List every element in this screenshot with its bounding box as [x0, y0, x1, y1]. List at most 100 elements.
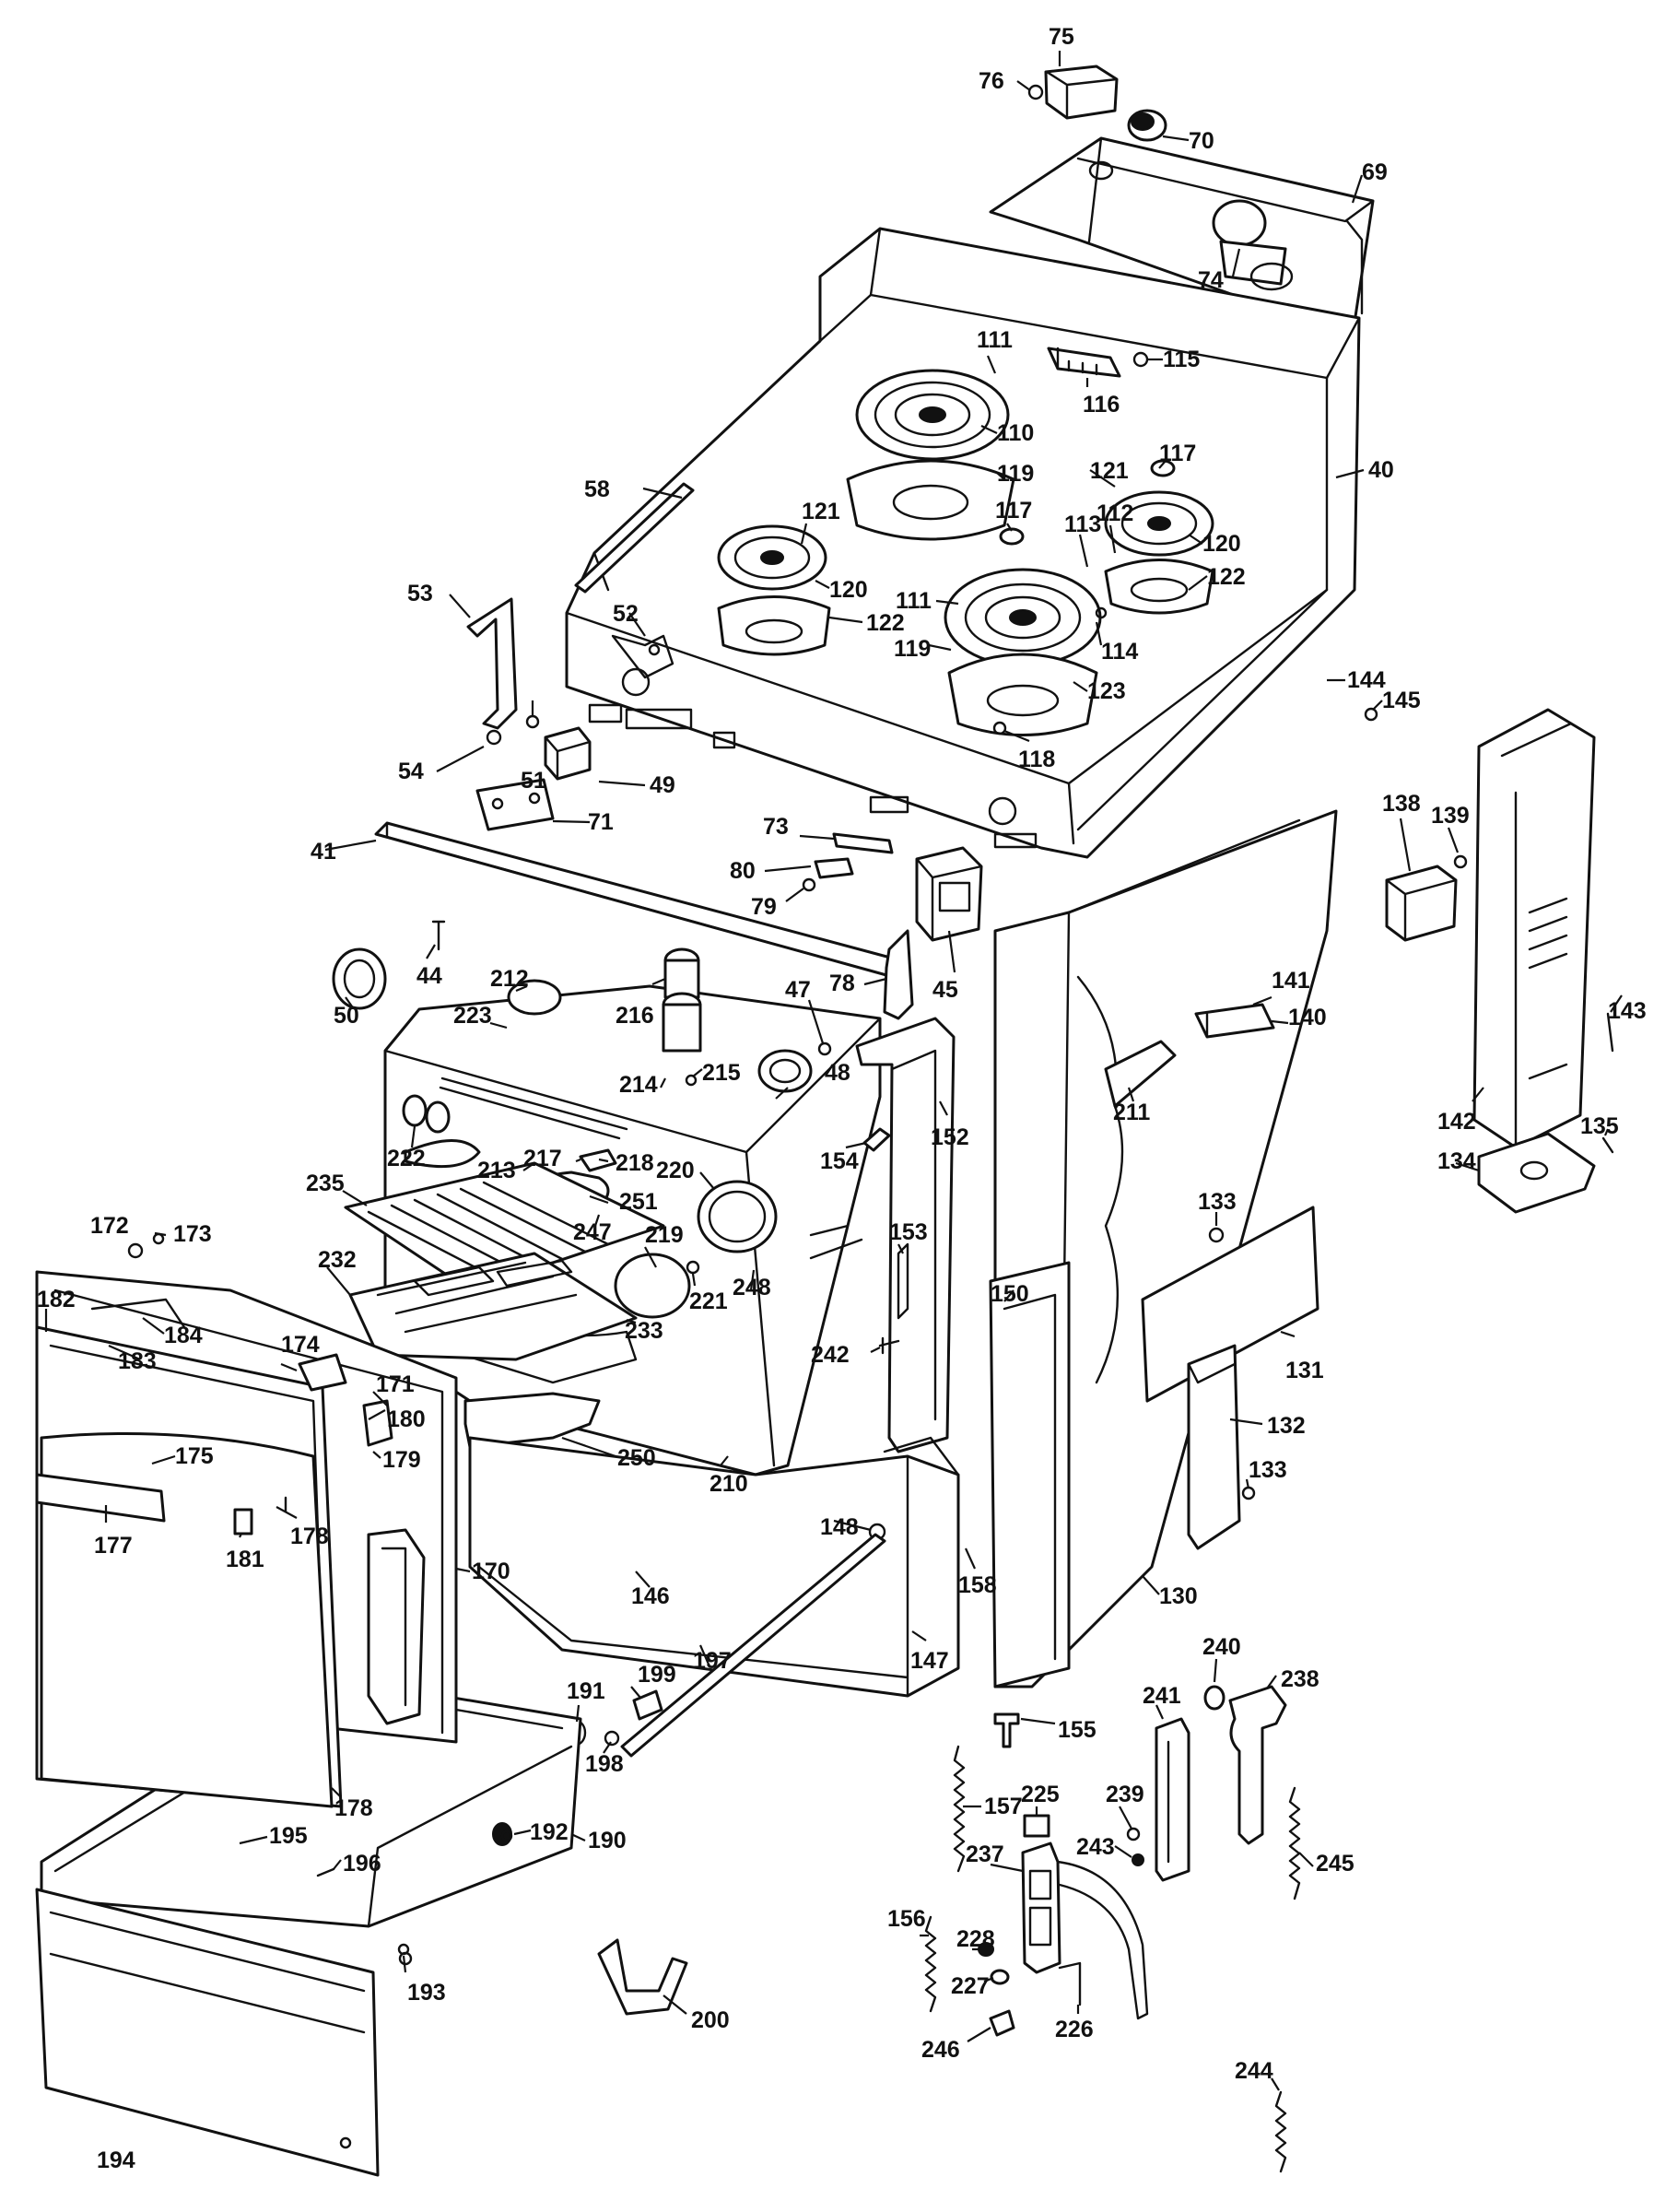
spring-245 [1288, 1786, 1301, 1900]
lens-219 [614, 1253, 691, 1319]
fuse-block [1027, 65, 1119, 120]
callout-194: 194 [97, 2147, 135, 2173]
callout-130: 130 [1159, 1583, 1198, 1609]
callout-141: 141 [1272, 968, 1310, 994]
hinge-arm-238 [1228, 1685, 1287, 1845]
grommet-117-center [999, 527, 1025, 546]
screw-118 [992, 721, 1007, 735]
terminal-140 [1194, 1003, 1275, 1039]
screw-239 [1126, 1827, 1141, 1841]
element-153 [897, 1242, 909, 1320]
screw-172 [127, 1242, 144, 1259]
callout-240: 240 [1202, 1634, 1241, 1660]
callout-111: 111 [977, 327, 1013, 353]
callout-251: 251 [619, 1189, 658, 1215]
lower-frame-146 [468, 1436, 960, 1698]
callout-213: 213 [477, 1158, 516, 1183]
callout-123: 123 [1087, 678, 1126, 704]
callout-156: 156 [887, 1906, 926, 1932]
side-panel-152 [855, 1017, 956, 1453]
callout-47: 47 [785, 977, 811, 1003]
callout-122: 122 [1207, 564, 1246, 590]
thermostat-bulb-154 [862, 1127, 891, 1152]
callout-114: 114 [1101, 639, 1138, 665]
callout-217: 217 [523, 1146, 562, 1171]
callout-146: 146 [631, 1583, 670, 1609]
rail-197 [620, 1533, 886, 1758]
spring-157 [953, 1745, 966, 1873]
screw-44 [431, 920, 446, 951]
callout-250: 250 [617, 1445, 656, 1471]
callout-198: 198 [585, 1751, 624, 1777]
screw-173 [152, 1232, 165, 1245]
callout-184: 184 [164, 1323, 203, 1348]
screw-114 [1095, 606, 1108, 619]
callout-195: 195 [269, 1823, 308, 1849]
callout-144: 144 [1347, 667, 1386, 693]
drawer-front-194 [35, 1888, 413, 2177]
callout-80: 80 [730, 858, 756, 884]
callout-174: 174 [281, 1332, 320, 1358]
callout-226: 226 [1055, 2017, 1094, 2042]
surface-element-right-small [1104, 490, 1214, 615]
cooktop-assembly [565, 227, 1361, 859]
screw-198 [604, 1730, 620, 1747]
trim-strip-58 [574, 482, 695, 594]
bolt-155 [993, 1712, 1020, 1748]
roller-240 [1203, 1685, 1226, 1711]
front-rail-41 [374, 821, 896, 977]
callout-241: 241 [1143, 1683, 1181, 1709]
callout-200: 200 [691, 2007, 730, 2033]
callout-118: 118 [1018, 747, 1055, 772]
callout-75: 75 [1049, 24, 1074, 50]
callout-153: 153 [889, 1219, 928, 1245]
callout-112: 112 [1096, 500, 1133, 526]
callout-110: 110 [997, 420, 1034, 446]
callout-76: 76 [979, 68, 1004, 94]
callout-157: 157 [984, 1794, 1023, 1819]
callout-134: 134 [1437, 1148, 1476, 1174]
power-block-138 [1385, 865, 1458, 942]
callout-155: 155 [1058, 1717, 1096, 1743]
callout-44: 44 [416, 963, 442, 989]
hinge-bracket-211 [1104, 1040, 1177, 1108]
callout-138: 138 [1382, 791, 1421, 817]
callout-172: 172 [90, 1213, 129, 1239]
switch-49 [544, 726, 592, 781]
callout-113: 113 [1064, 512, 1101, 537]
screw-243 [1132, 1853, 1144, 1866]
grommet-117-right [1150, 459, 1176, 477]
callout-242: 242 [811, 1342, 850, 1368]
callout-111: 111 [896, 588, 932, 614]
callout-69: 69 [1362, 159, 1388, 185]
receptacle-45 [915, 846, 983, 942]
callout-246: 246 [921, 2037, 960, 2063]
callout-212: 212 [490, 966, 529, 992]
screw-133-lower [1241, 1486, 1256, 1500]
callout-48: 48 [825, 1060, 850, 1086]
callout-labels: 75 76 70 69 74 111 115 116 110 119 121 1… [37, 24, 1647, 2173]
callout-219: 219 [645, 1222, 684, 1248]
callout-131: 131 [1285, 1358, 1324, 1383]
screw-143 [1606, 1012, 1614, 1053]
clip-199 [632, 1689, 663, 1721]
screw-145 [1364, 707, 1378, 722]
callout-245: 245 [1316, 1851, 1354, 1877]
callout-154: 154 [820, 1148, 859, 1174]
callout-115: 115 [1163, 347, 1200, 372]
terminal-block-116 [1047, 347, 1149, 378]
callout-239: 239 [1106, 1782, 1144, 1807]
mounting-bracket-71 [475, 778, 555, 831]
callout-52: 52 [613, 601, 639, 627]
bracket-78 [883, 929, 914, 1020]
callout-235: 235 [306, 1171, 345, 1196]
callout-140: 140 [1288, 1005, 1327, 1030]
callout-152: 152 [931, 1124, 969, 1150]
callout-139: 139 [1431, 803, 1470, 829]
callout-190: 190 [588, 1828, 627, 1853]
callout-117: 117 [995, 498, 1032, 524]
callout-177: 177 [94, 1533, 133, 1559]
callout-179: 179 [382, 1447, 421, 1473]
callout-238: 238 [1281, 1666, 1319, 1692]
